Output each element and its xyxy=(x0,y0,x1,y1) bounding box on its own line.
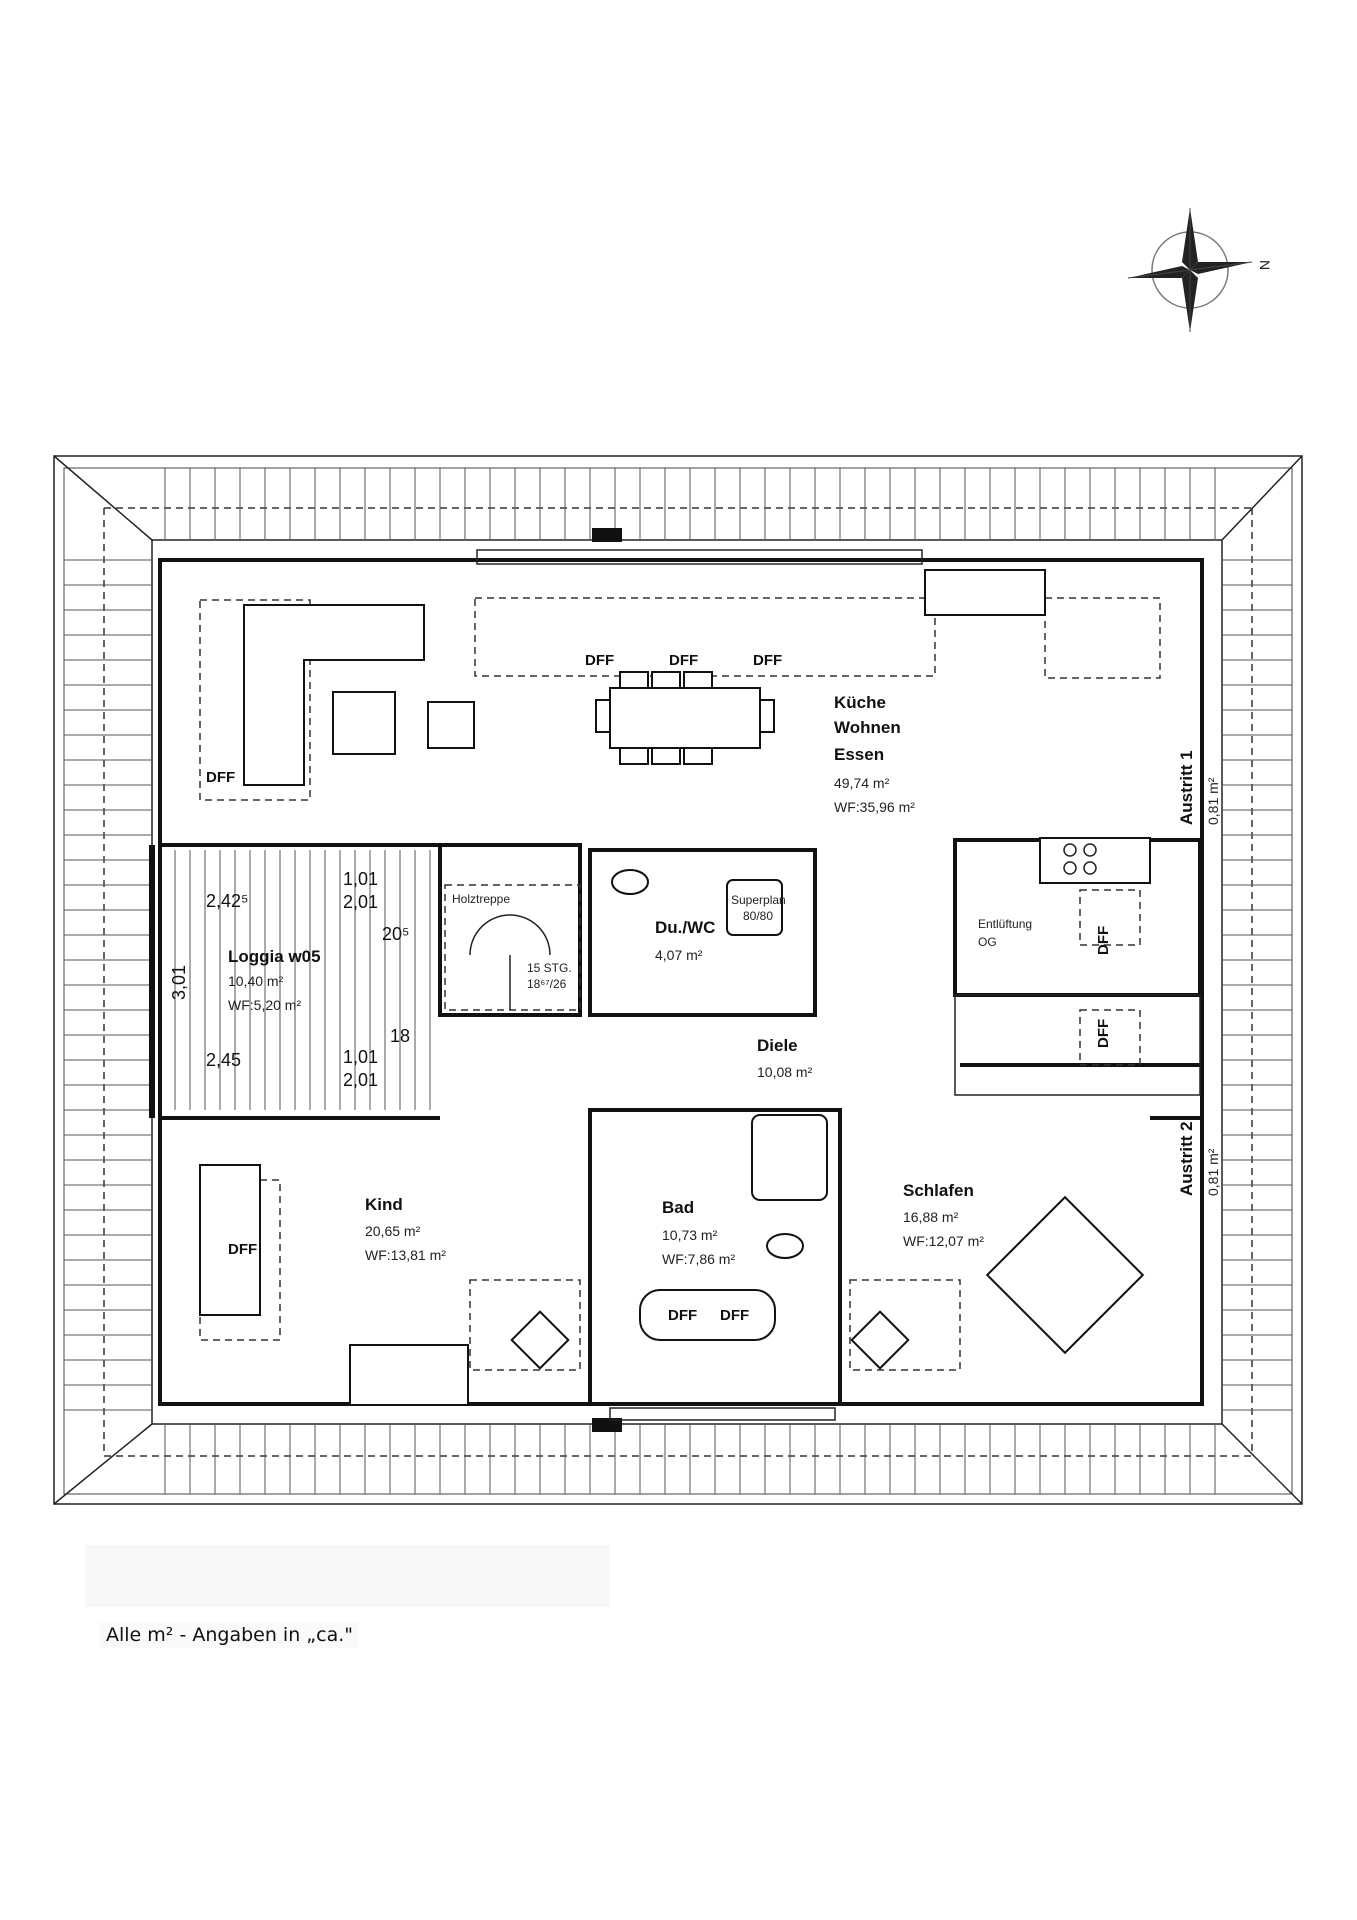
room-name-schlafen: Schlafen xyxy=(903,1181,974,1200)
redacted-band xyxy=(85,1545,610,1607)
room-area-bad: 10,73 m² xyxy=(662,1227,718,1243)
dim-door-top-w: 1,01 xyxy=(343,869,378,889)
room-area-duwc: 4,07 m² xyxy=(655,947,703,963)
skylight-labels: DFF DFF DFF DFF DFF DFF DFF DFF DFF xyxy=(206,652,1112,1324)
room-wf-kueche: WF:35,96 m² xyxy=(834,799,915,815)
stair-steps: 15 STG. xyxy=(527,961,572,975)
room-area-kind: 20,65 m² xyxy=(365,1223,421,1239)
room-name-diele: Diele xyxy=(757,1036,798,1055)
stair-ratio: 18⁶⁷/26 xyxy=(527,977,567,991)
dim-wall-top: 20⁵ xyxy=(382,924,409,944)
dim-door-bottom-h: 2,01 xyxy=(343,1070,378,1090)
room-name-duwc: Du./WC xyxy=(655,918,715,937)
stair-holztreppe xyxy=(444,884,1201,1096)
loggia-deck xyxy=(174,850,431,1110)
room-name-kind: Kind xyxy=(365,1195,403,1214)
area-footnote: Alle m² - Angaben in „ca." xyxy=(100,1622,359,1648)
dim-loggia-bottom-width: 2,45 xyxy=(206,1050,241,1070)
room-wf-schlafen: WF:12,07 m² xyxy=(903,1233,984,1249)
room-name-kueche-1: Küche xyxy=(834,693,886,712)
room-area-schlafen: 16,88 m² xyxy=(903,1209,959,1225)
dff-label: DFF xyxy=(1095,1019,1112,1048)
dim-wall-bottom: 18 xyxy=(390,1026,410,1046)
room-area-austritt1: 0,81 m² xyxy=(1205,777,1221,825)
room-name-kueche-3: Essen xyxy=(834,745,884,764)
room-name-bad: Bad xyxy=(662,1198,694,1217)
entlueftung-line1: Entlüftung xyxy=(978,917,1032,931)
shower-size: 80/80 xyxy=(743,909,773,923)
room-wf-kind: WF:13,81 m² xyxy=(365,1247,446,1263)
room-area-kueche: 49,74 m² xyxy=(834,775,890,791)
room-name-austritt1: Austritt 1 xyxy=(1177,750,1196,825)
north-label: N xyxy=(1257,260,1273,270)
room-labels: Küche Wohnen Essen 49,74 m² WF:35,96 m² … xyxy=(228,693,1221,1267)
furniture xyxy=(199,569,1151,1406)
dim-door-bottom-w: 1,01 xyxy=(343,1047,378,1067)
dff-label: DFF xyxy=(720,1307,749,1324)
dim-loggia-height: 3,01 xyxy=(169,965,189,1000)
dff-label: DFF xyxy=(1095,926,1112,955)
dff-label: DFF xyxy=(228,1241,257,1258)
room-area-loggia: 10,40 m² xyxy=(228,973,284,989)
room-wf-loggia: WF:5,20 m² xyxy=(228,997,301,1013)
room-area-diele: 10,08 m² xyxy=(757,1064,813,1080)
compass-rose-icon: N xyxy=(1127,208,1273,332)
dim-loggia-top-width: 2,42⁵ xyxy=(206,891,249,911)
dimension-labels: 2,42⁵ 2,45 3,01 1,01 2,01 1,01 2,01 20⁵ … xyxy=(169,869,410,1090)
dff-label: DFF xyxy=(753,652,782,669)
room-name-loggia: Loggia w05 xyxy=(228,947,321,966)
room-name-kueche-2: Wohnen xyxy=(834,718,901,737)
roof-tiles xyxy=(64,468,1292,1494)
room-name-austritt2: Austritt 2 xyxy=(1177,1121,1196,1196)
entlueftung-line2: OG xyxy=(978,935,997,949)
shower-label: Superplan xyxy=(731,893,786,907)
dff-label: DFF xyxy=(585,652,614,669)
room-wf-bad: WF:7,86 m² xyxy=(662,1251,735,1267)
dff-label: DFF xyxy=(669,652,698,669)
stair-label: Holztreppe xyxy=(452,892,510,906)
room-area-austritt2: 0,81 m² xyxy=(1205,1148,1221,1196)
dff-label: DFF xyxy=(206,769,235,786)
dim-door-top-h: 2,01 xyxy=(343,892,378,912)
dff-label: DFF xyxy=(668,1307,697,1324)
